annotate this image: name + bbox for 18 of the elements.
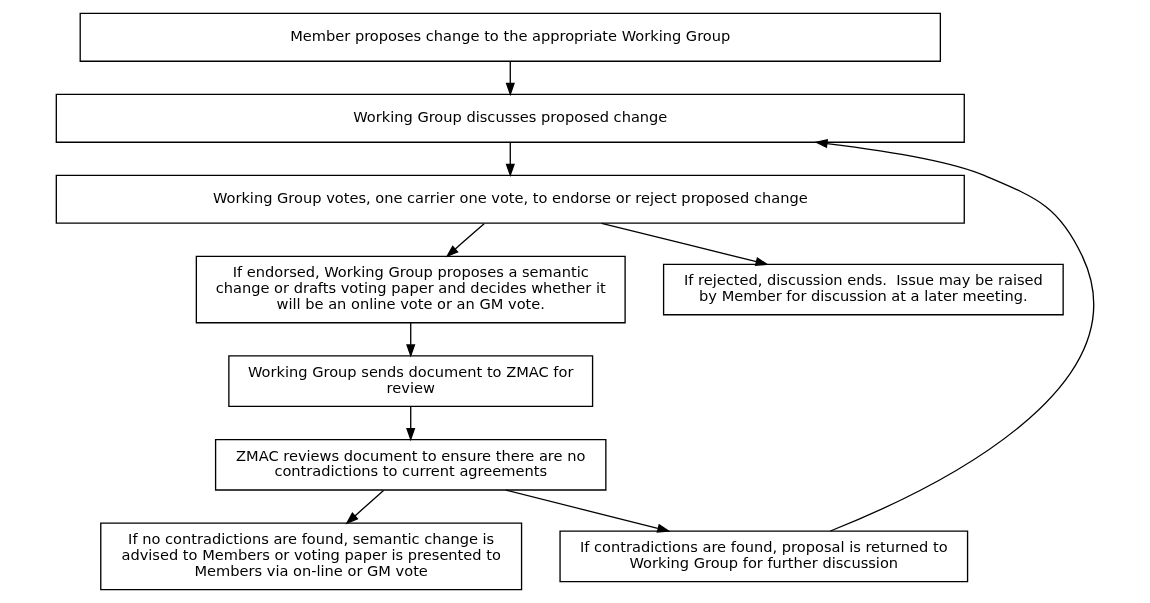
node-box: If endorsed, Working Group proposes a semantic change or drafts voting paper and decides whether it will be an online vote or an GM vote. [195,255,626,324]
arrow [814,138,1094,532]
arrow [406,406,416,442]
node-box: If rejected, discussion ends. Issue may be raised by Member for discussion at a later meeting. [662,263,1064,316]
node-box: If no contradictions are found, semantic change is advised to Members or voting paper is presented to Members via on-line or GM vote [100,522,523,591]
arrow [601,222,769,267]
arrow [505,489,671,533]
arrow [505,60,515,97]
arrow [505,141,515,178]
node-box: Working Group votes, one carrier one vote, to endorse or reject proposed change [55,174,965,224]
arrow [445,222,485,258]
arrow [345,489,385,525]
node-box: Working Group discusses proposed change [55,93,965,143]
node-box: If contradictions are found, proposal is returned to Working Group for further discussion [559,530,969,583]
node-box: Working Group sends document to ZMAC for review [228,355,594,408]
arrow [406,322,416,358]
node-box: ZMAC reviews document to ensure there are no contradictions to current agreements [214,438,607,491]
node-box: Member proposes change to the appropriate Working Group [79,12,942,62]
